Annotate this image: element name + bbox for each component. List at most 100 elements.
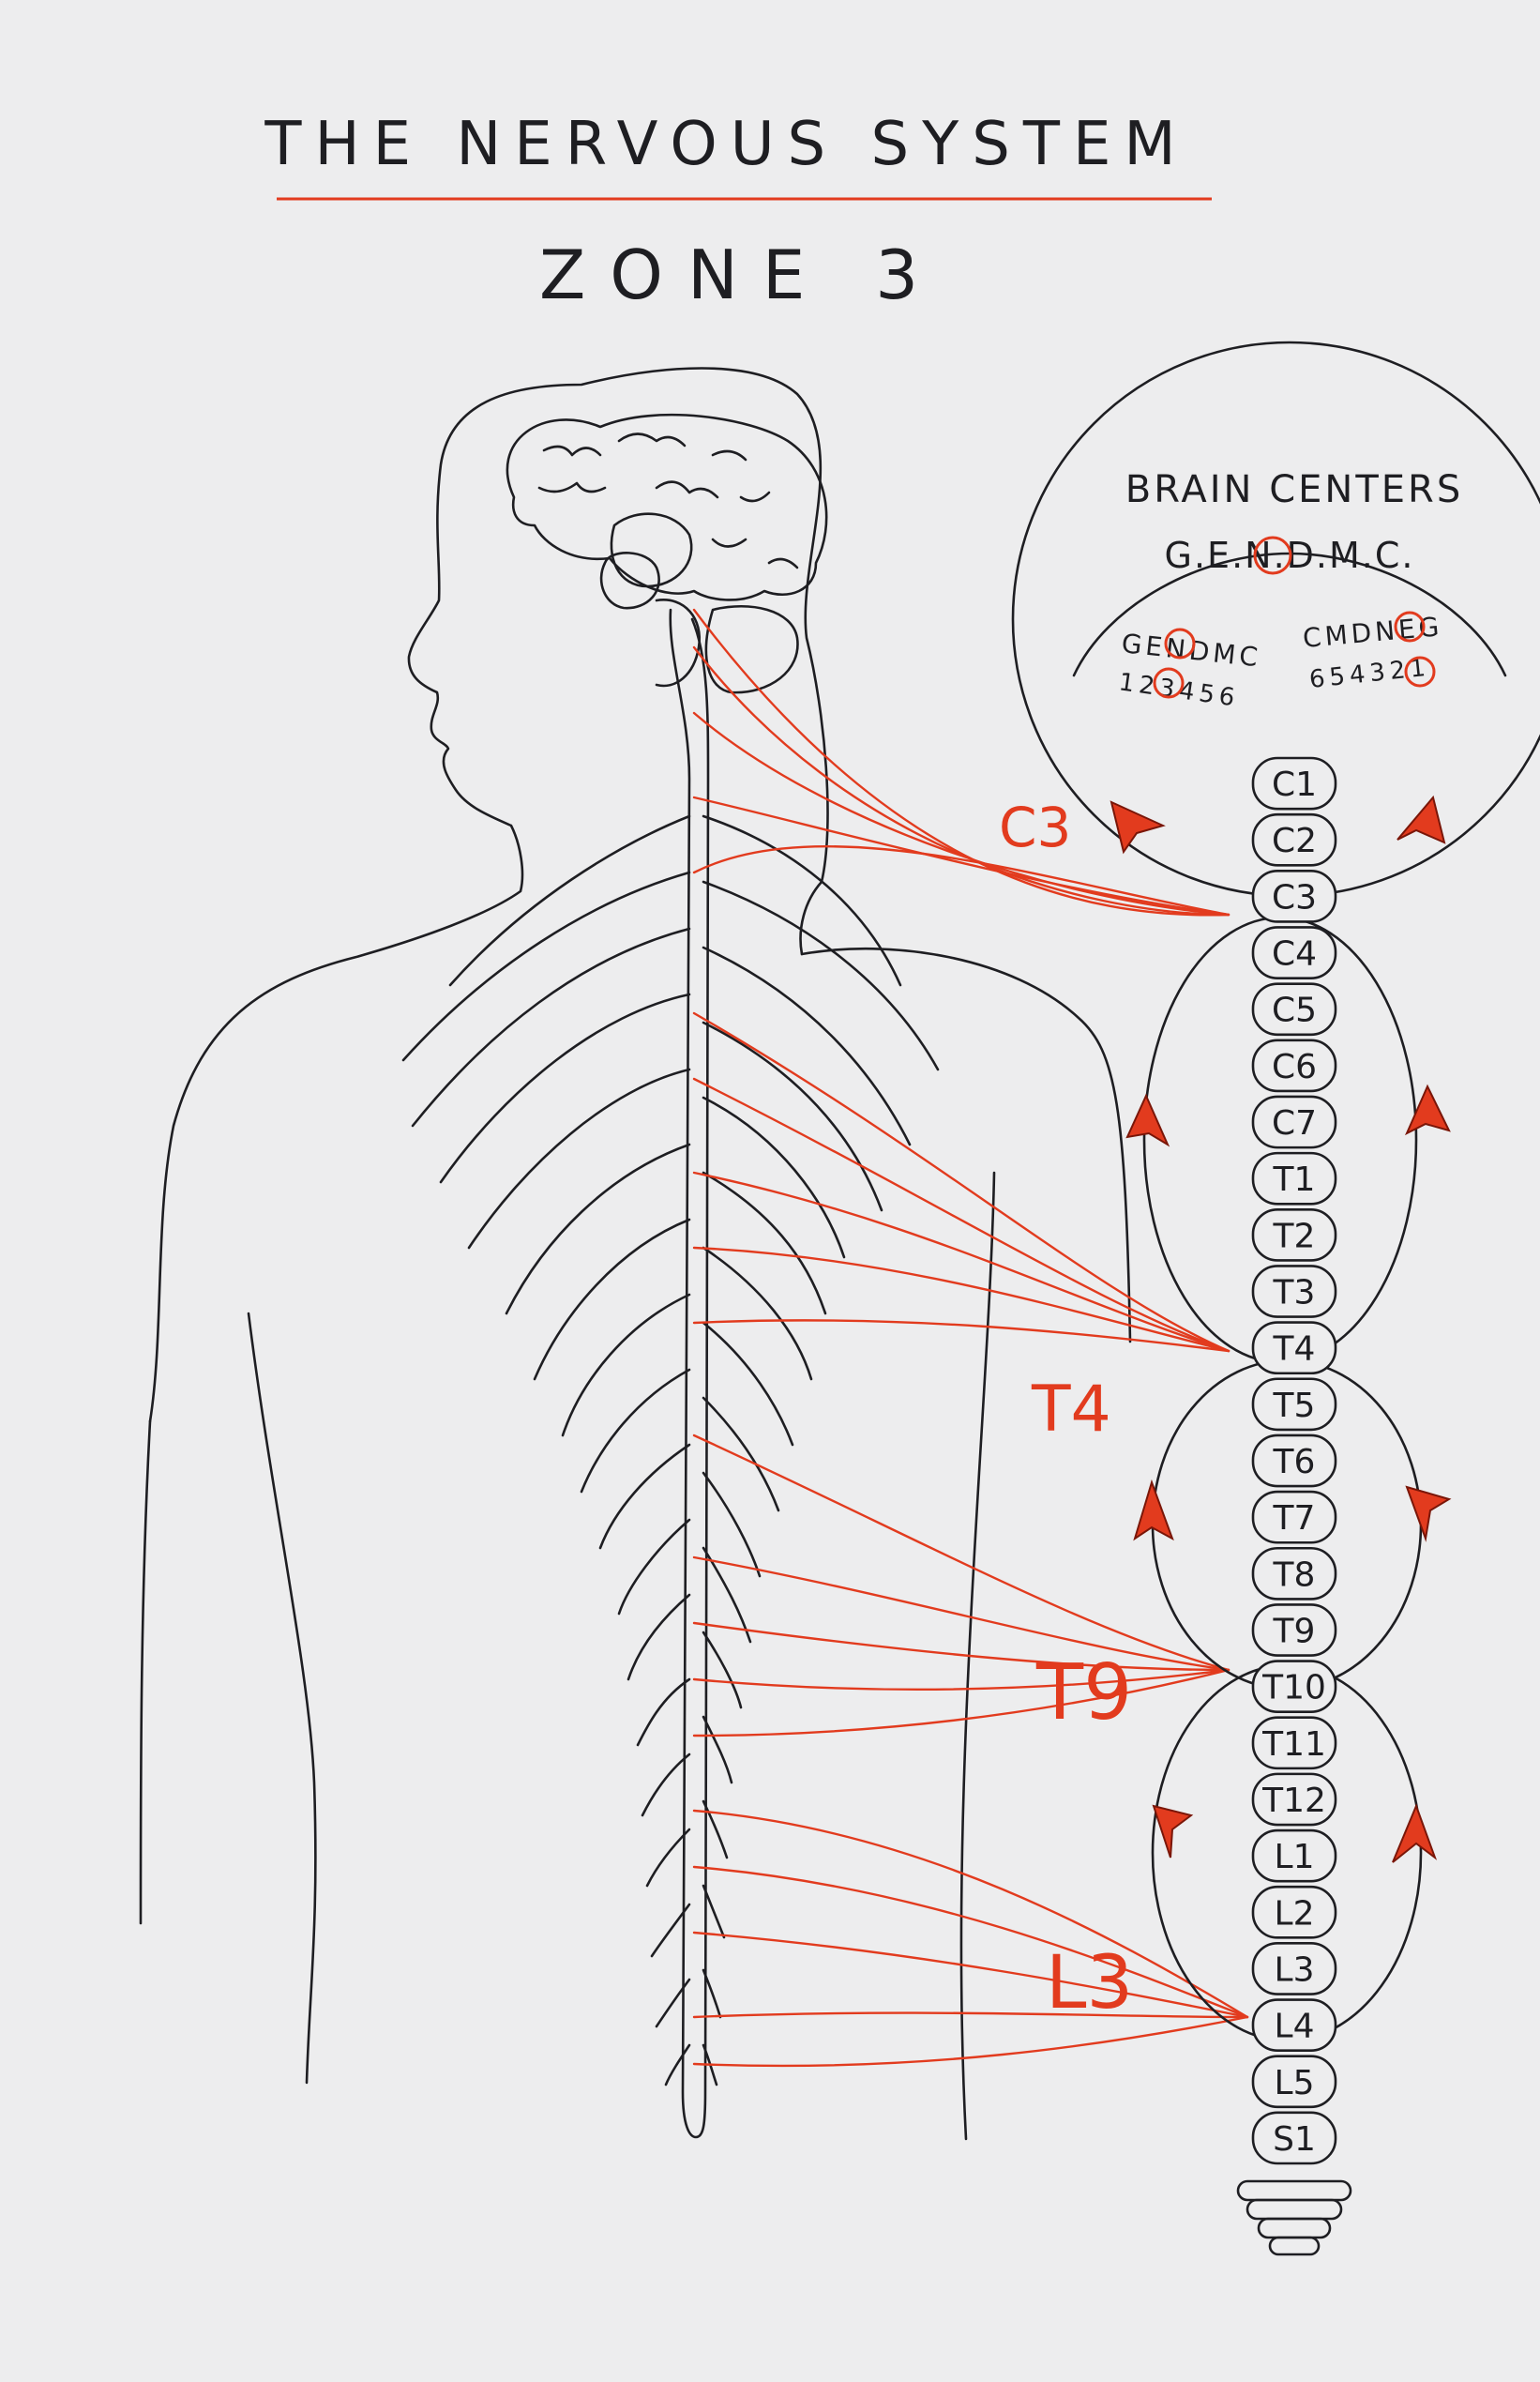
vertebra-label: T11 [1261,1725,1326,1764]
vertebra-c1: C1 [1251,756,1337,811]
title: THE NERVOUS SYSTEM [264,110,1188,179]
vertebra-label: C3 [1272,878,1317,917]
vertebra-body [1251,1434,1337,1488]
vertebra-t11: T11 [1251,1716,1337,1770]
arrow-up-right-t [1404,1084,1451,1136]
vertebra-t7: T7 [1251,1490,1337,1544]
subtitle: ZONE 3 [539,235,943,314]
vertebra-body [1251,812,1337,867]
vertebra-t9: T9 [1251,1603,1337,1657]
nerve-bundle-t9 [692,1434,1230,1737]
vertebra-body [1251,1207,1337,1262]
arrow-up-left-t9 [1133,1479,1174,1541]
vertebra-body [1251,1885,1337,1939]
vertebra-body [1251,1095,1337,1149]
vertebra-c3: C3 [1251,870,1337,923]
vertebra-body [1251,2055,1337,2109]
peripheral-nerves [401,814,940,2086]
vertebra-body [1251,1998,1337,2052]
vertebra-label: T12 [1261,1782,1326,1820]
vertebra-c5: C5 [1251,982,1337,1037]
zone-label-c3: C3 [999,796,1071,859]
vertebra-label: L1 [1275,1838,1315,1876]
vertebra-label: T2 [1273,1217,1316,1255]
vertebra-body [1251,1828,1337,1883]
vertebra-body [1251,1546,1337,1601]
vertebra-body [1251,1603,1337,1657]
vertebra-label: T1 [1273,1161,1316,1199]
vertebra-label: T3 [1273,1274,1316,1312]
vertebra-body [1251,1377,1337,1432]
nerve-bundle-t4 [692,1011,1230,1353]
nerve-bundle-c3 [692,608,1230,917]
vertebra-t6: T6 [1251,1434,1337,1488]
highlight-n-code [1253,536,1292,575]
vertebra-body [1251,1321,1337,1375]
vertebra-label: T7 [1273,1499,1316,1538]
vertebra-body [1251,1942,1337,1995]
vertebra-body [1251,2111,1337,2165]
vertebra-t2: T2 [1251,1207,1337,1262]
nerve-bundle-l3 [692,1809,1249,2068]
vertebra-l5: L5 [1251,2055,1337,2109]
zone-label-t4: T4 [1031,1373,1111,1447]
vertebra-body [1251,1772,1337,1827]
vertebra-t5: T5 [1251,1377,1337,1432]
vertebra-l3: L3 [1251,1942,1337,1995]
arrow-down-right-t9 [1405,1485,1452,1542]
highlight-3-left [1153,667,1185,699]
vertebra-t1: T1 [1251,1151,1337,1206]
zone-label-l3: L3 [1046,1941,1133,2025]
vertebra-body [1251,926,1337,979]
vertebra-body [1251,756,1337,811]
vertebra-t12: T12 [1251,1772,1337,1827]
arrow-down-left-t [1125,1093,1170,1147]
vertebra-label: C6 [1272,1048,1317,1086]
vertebra-c2: C2 [1251,812,1337,867]
brain-centers-code: G.E.N.D.M.C. [1165,535,1415,576]
spinal-cord [669,608,710,2139]
vertebra-label: L3 [1275,1950,1315,1989]
vertebral-column: C1C2C3C4C5C6C7T1T2T3T4T5T6T7T8T9T10T11T1… [1251,756,1337,2165]
vertebra-label: L4 [1275,2008,1315,2046]
zone-label-t9: T9 [1035,1648,1132,1737]
vertebra-body [1251,1716,1337,1770]
vertebra-body [1251,1490,1337,1544]
vertebra-body [1251,1151,1337,1206]
vertebra-c7: C7 [1251,1095,1337,1149]
vertebra-label: T10 [1261,1669,1326,1707]
vertebra-l4: L4 [1251,1998,1337,2052]
vertebra-t3: T3 [1251,1265,1337,1318]
vertebra-label: L2 [1275,1894,1315,1933]
vertebra-c6: C6 [1251,1039,1337,1093]
brain-centers-label: BRAIN CENTERS [1125,468,1463,511]
vertebra-body [1251,1039,1337,1093]
vertebra-body [1251,982,1337,1037]
vertebra-label: L5 [1275,2064,1315,2102]
arrow-up-right-l [1392,1803,1438,1863]
vertebra-label: C2 [1272,822,1317,860]
body-outline [139,367,1132,2141]
vertebra-label: T8 [1273,1555,1316,1594]
vertebra-label: T4 [1273,1330,1316,1369]
vertebra-label: T6 [1273,1443,1316,1481]
highlight-3-right [1404,656,1436,688]
vertebra-l1: L1 [1251,1828,1337,1883]
vertebra-label: C4 [1272,935,1317,974]
vertebra-label: T9 [1273,1612,1316,1650]
flow-arrows [1110,795,1452,1863]
vertebra-body [1251,1265,1337,1318]
vertebra-body [1251,1660,1337,1714]
vertebra-label: C5 [1272,992,1317,1030]
vertebra-label: C7 [1272,1104,1317,1143]
vertebra-l2: L2 [1251,1885,1337,1939]
highlight-n-right [1394,611,1426,643]
arrow-up-left-c [1110,800,1166,855]
coccyx [1236,2179,1352,2256]
vertebra-label: S1 [1273,2120,1316,2159]
arrow-down-right-c [1397,795,1446,844]
vertebra-t8: T8 [1251,1546,1337,1601]
brain [506,413,828,694]
